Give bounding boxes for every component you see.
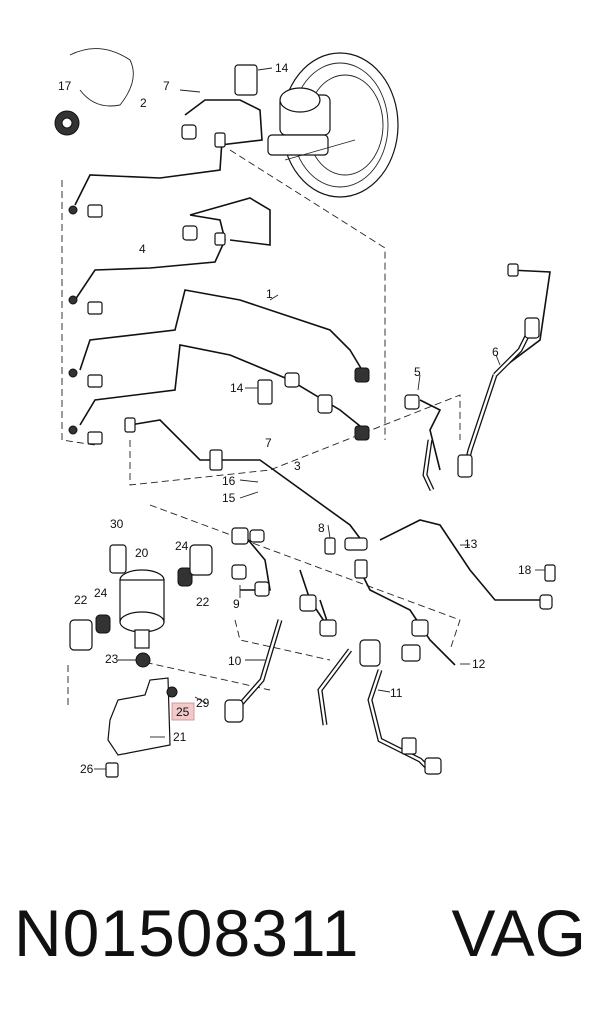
callout-26: 26 xyxy=(80,762,94,776)
callout-24b: 24 xyxy=(94,586,108,600)
callout-22a: 22 xyxy=(74,593,88,607)
callout-16: 16 xyxy=(222,474,236,488)
callout-5: 5 xyxy=(414,365,421,379)
callout-25-highlight xyxy=(171,702,195,721)
part-number: N01508311 xyxy=(14,896,360,970)
part-17-seal xyxy=(54,48,134,136)
callout-29: 29 xyxy=(196,696,210,710)
leader-lines xyxy=(94,67,545,770)
callout-6: 6 xyxy=(492,345,499,359)
pump-assembly xyxy=(69,544,213,778)
callout-1: 1 xyxy=(266,287,273,301)
callout-4: 4 xyxy=(139,242,146,256)
callout-23: 23 xyxy=(105,652,119,666)
callout-14b: 14 xyxy=(230,381,244,395)
callout-3: 3 xyxy=(294,459,301,473)
callout-15: 15 xyxy=(222,491,236,505)
callout-7a: 7 xyxy=(163,79,170,93)
callout-30: 30 xyxy=(110,517,124,531)
callout-20: 20 xyxy=(135,546,149,560)
callout-18: 18 xyxy=(518,563,532,577)
callout-8: 8 xyxy=(318,521,325,535)
exploded-parts-diagram: 1 2 3 4 5 6 7 7 8 9 10 11 12 13 14 14 15… xyxy=(54,48,556,778)
callout-21: 21 xyxy=(173,730,187,744)
callout-labels: 1 2 3 4 5 6 7 7 8 9 10 11 12 13 14 14 15… xyxy=(58,61,532,776)
fittings xyxy=(68,64,556,775)
callout-24a: 24 xyxy=(175,539,189,553)
callout-11: 11 xyxy=(390,686,403,700)
callout-10: 10 xyxy=(228,654,242,668)
callout-25: 25 xyxy=(176,705,190,719)
callout-2: 2 xyxy=(140,96,147,110)
brand-name: VAG xyxy=(451,896,586,970)
callout-22b: 22 xyxy=(196,595,210,609)
callout-9: 9 xyxy=(233,597,240,611)
callout-12: 12 xyxy=(472,657,486,671)
callout-17: 17 xyxy=(58,79,72,93)
callout-14a: 14 xyxy=(275,61,289,75)
callout-7b: 7 xyxy=(265,436,272,450)
brake-booster xyxy=(267,52,399,198)
callout-13: 13 xyxy=(464,537,478,551)
